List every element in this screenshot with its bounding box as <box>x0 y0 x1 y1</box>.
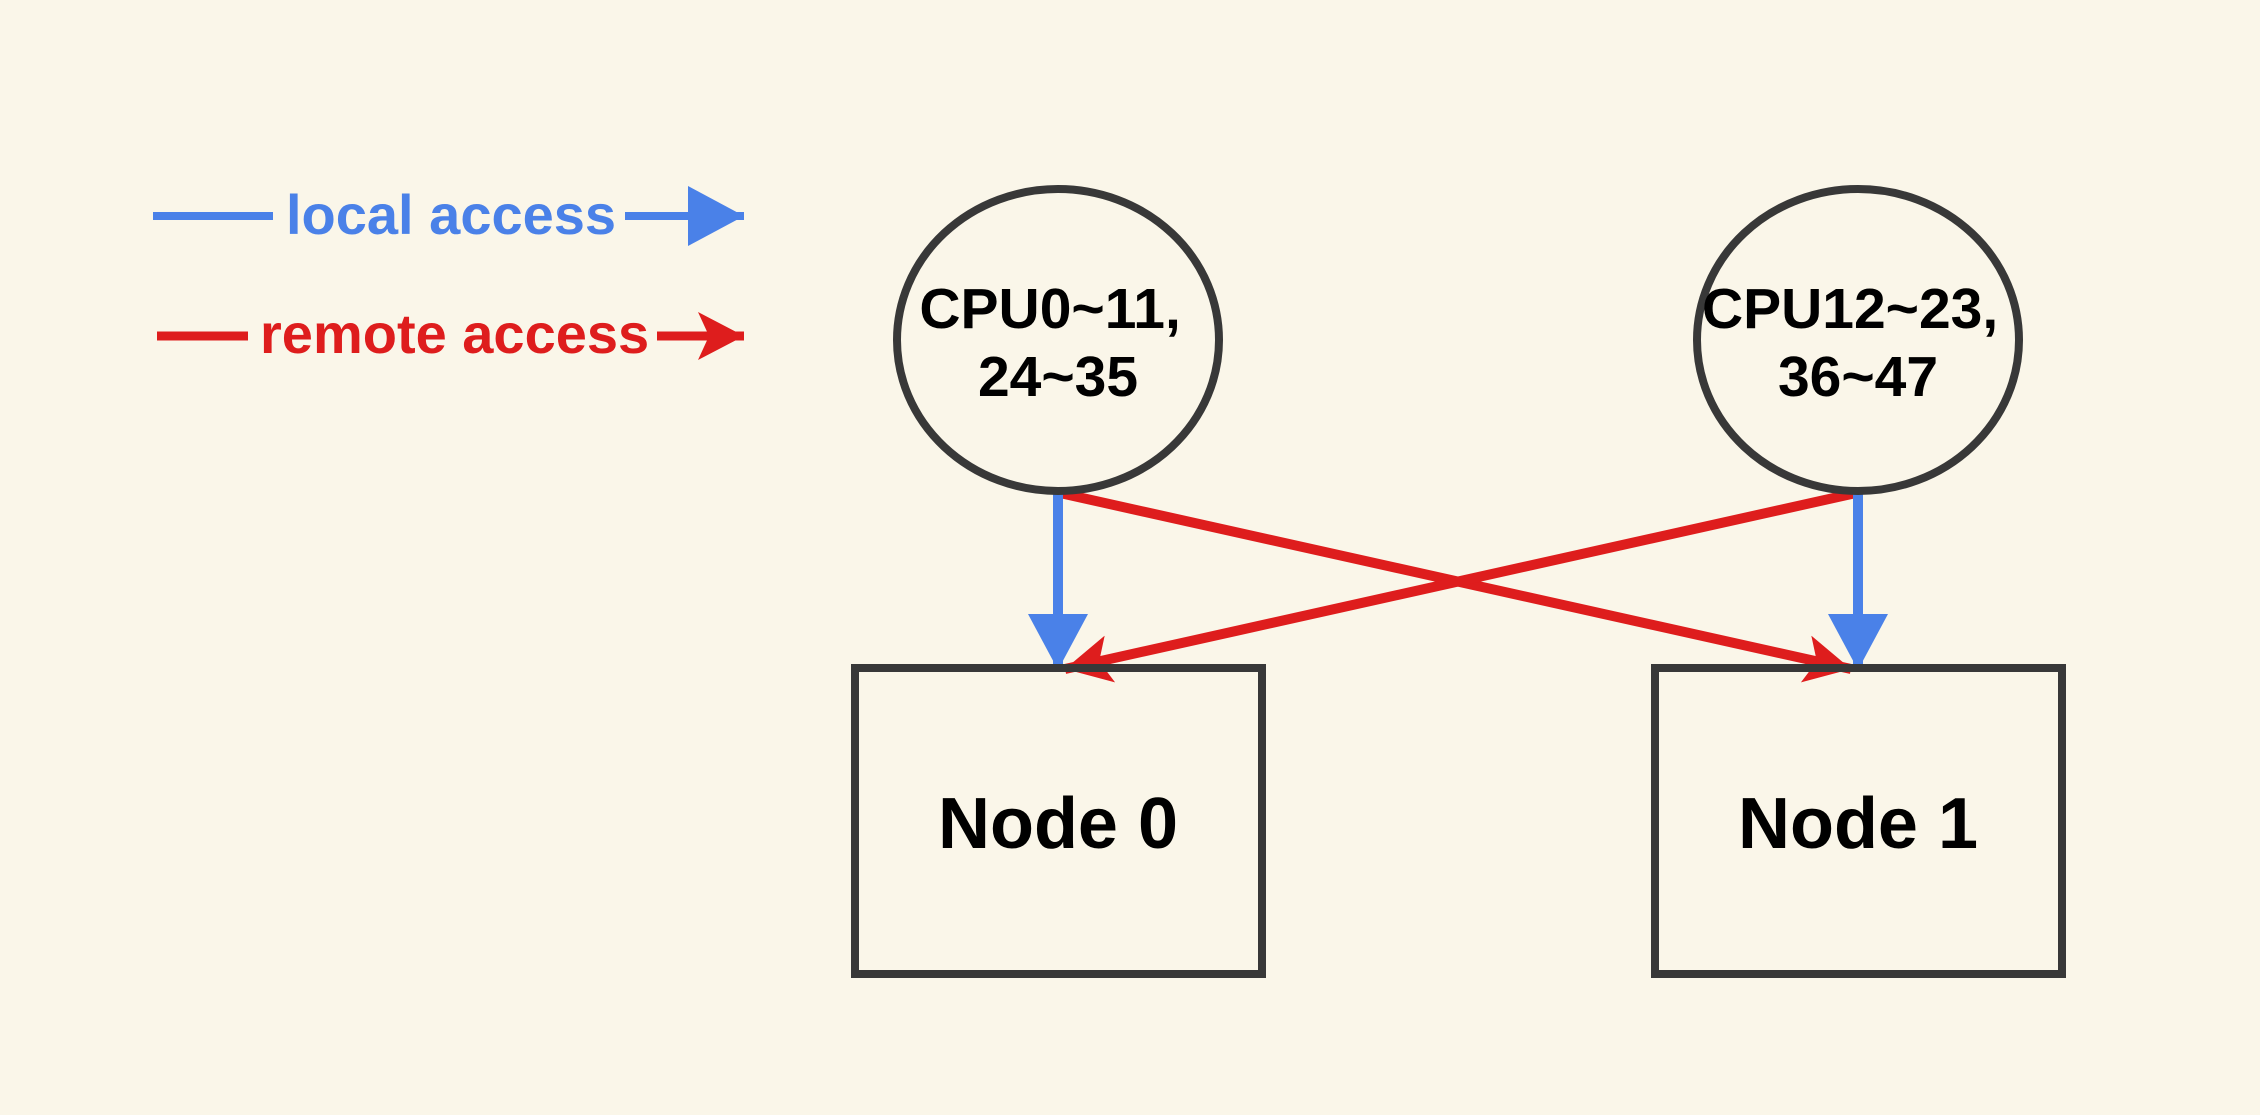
node-1-box <box>1651 664 2066 978</box>
node-0-group: Node 0 <box>851 664 1266 978</box>
node-1-label: Node 1 <box>1738 784 1978 864</box>
cpu-right-label: CPU12~23, 36~47 <box>1702 277 2014 409</box>
cpu-left-group: CPU0~11, 24~35 <box>893 185 1223 495</box>
cpu-left-label: CPU0~11, 24~35 <box>919 277 1196 409</box>
legend-label-remote-access: remote access <box>260 302 649 365</box>
cpu-right-group: CPU12~23, 36~47 <box>1693 185 2023 495</box>
cpu-right-circle <box>1693 185 2023 495</box>
edge-remote-cpu-right-to-node-0 <box>1063 488 1858 683</box>
edges <box>1028 488 1888 683</box>
cpu-right-label-line2: 36~47 <box>1778 345 1938 409</box>
legend-label-local-access: local access <box>286 183 616 246</box>
legend: local access remote access <box>153 183 744 365</box>
cpu-right-label-line1: CPU12~23, <box>1702 277 1998 341</box>
cpu-left-label-line1: CPU0~11, <box>919 277 1180 341</box>
cpu-left-circle <box>893 185 1223 495</box>
cpu-left-label-line2: 24~35 <box>978 345 1138 409</box>
node-0-label: Node 0 <box>938 784 1178 864</box>
node-0-box <box>851 664 1266 978</box>
node-1-group: Node 1 <box>1651 664 2066 978</box>
